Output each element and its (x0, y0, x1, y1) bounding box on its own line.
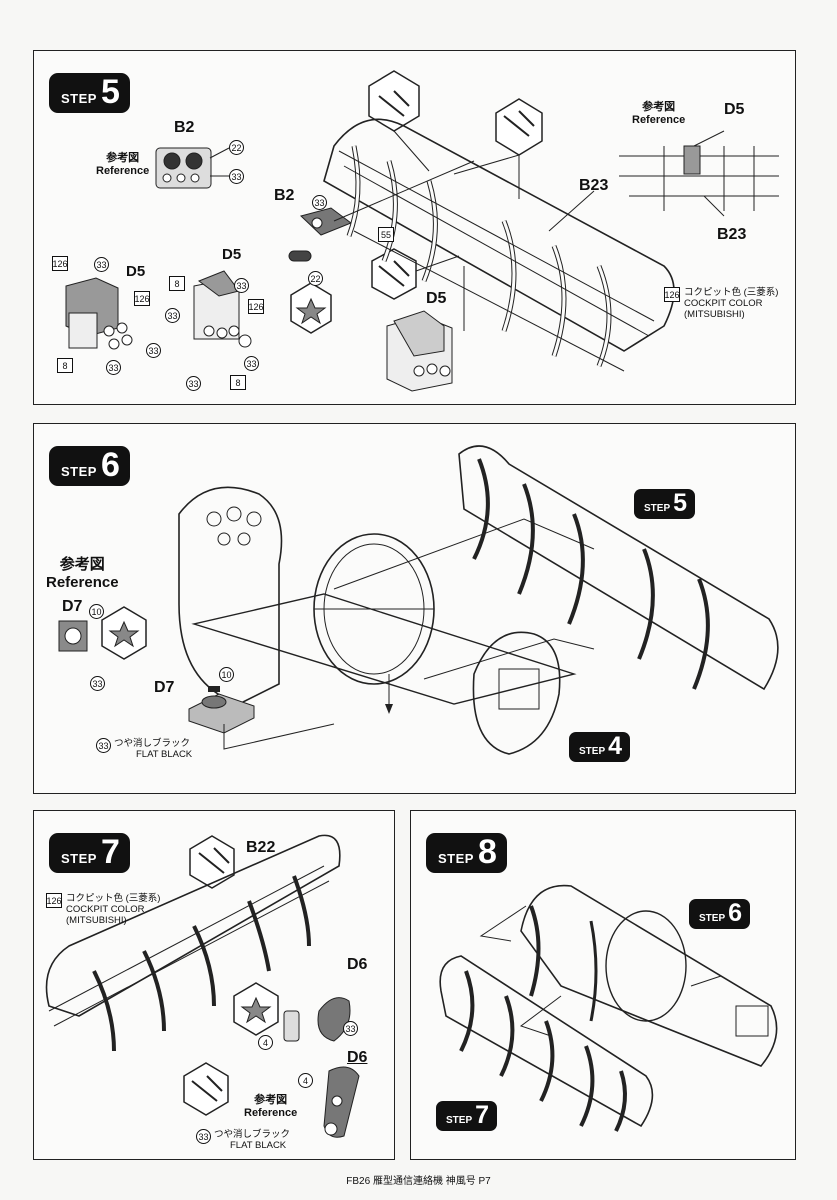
part-b2-ref-label: B2 (174, 119, 195, 136)
color-126-badge: 126 (664, 287, 680, 302)
color-22-badge: 22 (308, 271, 323, 286)
step8-illustration (439, 884, 778, 1132)
part-d6-ref-label: D6 (347, 1049, 368, 1066)
color-8-badge: 8 (57, 358, 73, 373)
part-d7-label: D7 (154, 679, 175, 696)
part-d6-label: D6 (347, 956, 368, 973)
color-126-badge: 126 (248, 299, 264, 314)
color-33-badge: 33 (234, 278, 249, 293)
flat-black-note: つや消しブラック FLAT BLACK (114, 738, 193, 760)
cockpit-color-note: コクピット色 (三菱系) COCKPIT COLOR (MITSUBISHI) (66, 893, 161, 926)
part-d5-label: D5 (426, 290, 447, 307)
color-4-badge: 4 (298, 1073, 313, 1088)
color-33-badge: 33 (229, 169, 244, 184)
color-8-badge: 8 (169, 276, 185, 291)
color-33-badge: 33 (244, 356, 259, 371)
color-55-badge: 55 (378, 227, 394, 242)
cockpit-color-note: コクピット色 (三菱系) COCKPIT COLOR (MITSUBISHI) (684, 287, 779, 320)
color-8-badge: 8 (230, 375, 246, 390)
flat-black-note: つや消しブラック FLAT BLACK (214, 1129, 291, 1151)
color-33-badge: 33 (146, 343, 161, 358)
color-22-badge: 22 (229, 140, 244, 155)
part-d5-label: D5 (126, 263, 146, 280)
part-d5-label: D5 (222, 246, 242, 263)
step5-illustration (65, 70, 779, 392)
color-4-badge: 4 (258, 1035, 273, 1050)
color-126-badge: 126 (46, 893, 62, 908)
part-b2-label: B2 (274, 187, 295, 204)
part-b23-ref-label: B23 (717, 226, 747, 243)
color-33-badge: 33 (94, 257, 109, 272)
part-b22-label: B22 (246, 839, 276, 856)
color-33-badge: 33 (96, 738, 111, 753)
step6-illustration (58, 445, 779, 755)
color-126-badge: 126 (52, 256, 68, 271)
color-33-badge: 33 (312, 195, 327, 210)
part-b23-label: B23 (579, 177, 609, 194)
color-33-badge: 33 (343, 1021, 358, 1036)
color-33-badge: 33 (165, 308, 180, 323)
color-33-badge: 33 (106, 360, 121, 375)
color-33-badge: 33 (186, 376, 201, 391)
color-33-badge: 33 (196, 1129, 211, 1144)
color-10-badge: 10 (219, 667, 234, 682)
color-33-badge: 33 (90, 676, 105, 691)
color-126-badge: 126 (134, 291, 150, 306)
step7-illustration (45, 834, 360, 1138)
part-d5-ref-label: D5 (724, 101, 745, 118)
part-d7-ref-label: D7 (62, 598, 83, 615)
page-footer: FB26 雁型通信連絡機 神風号 P7 (346, 1176, 491, 1187)
color-10-badge: 10 (89, 604, 104, 619)
